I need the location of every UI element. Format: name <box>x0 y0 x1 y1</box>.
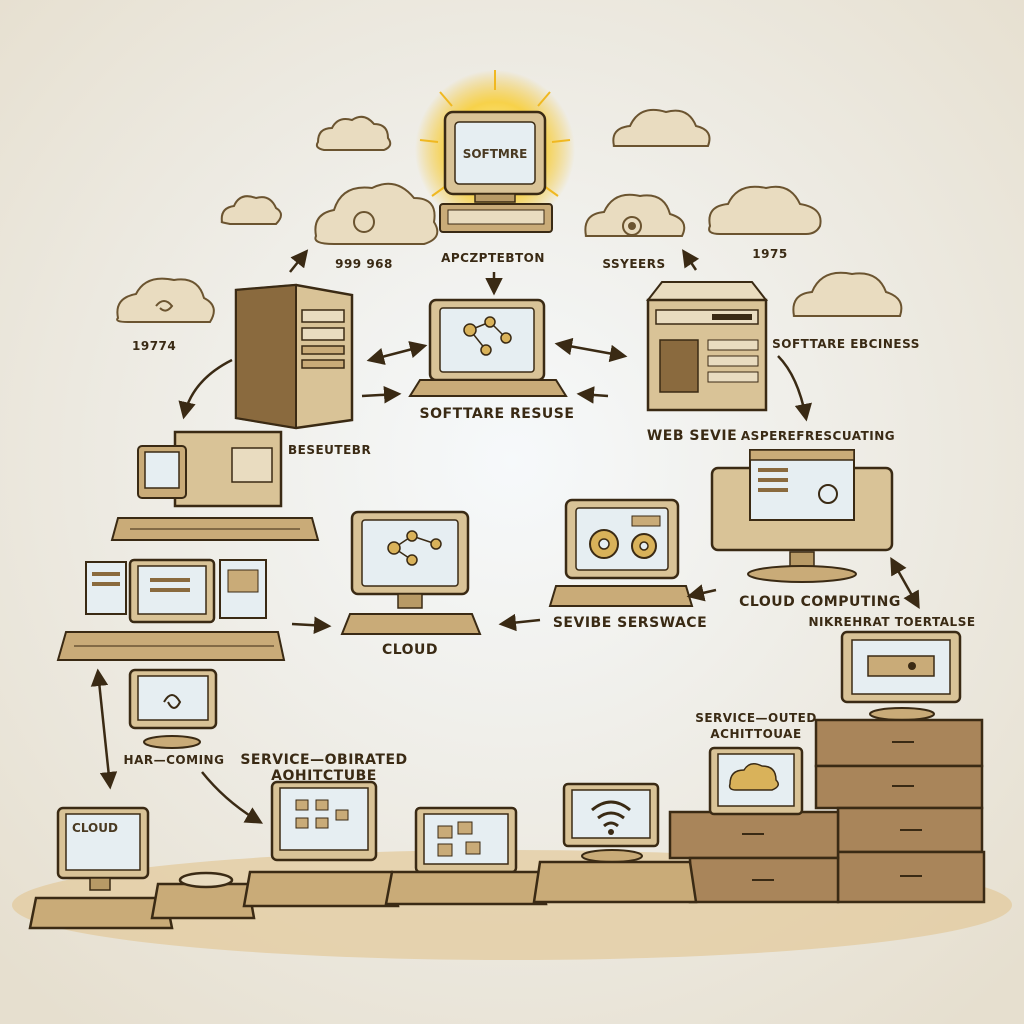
arrow-5 <box>366 341 428 365</box>
cloud-icon-6 <box>708 185 822 235</box>
monitor-service-outed <box>708 746 804 816</box>
monitor-browser <box>710 449 894 583</box>
label-software-resuse: SOFTTARE RESUSE <box>420 406 575 422</box>
arrow-3 <box>682 249 700 271</box>
label-year-left: 19774 <box>132 339 176 353</box>
monitor-service-obirated <box>270 780 378 862</box>
workstation-left <box>56 558 286 661</box>
screen-label-software: SOFTMRE <box>463 147 528 161</box>
label-service-outed-1: SERVICE—OUTED <box>695 711 817 725</box>
arrow-6 <box>361 386 402 404</box>
label-service-obirated-1: SERVICE—OBIRATED <box>240 752 407 768</box>
arrow-7 <box>554 337 628 363</box>
label-software-ebciness: SOFTTARE EBCINESS <box>772 337 920 351</box>
monitor-grid <box>414 806 518 874</box>
arrow-4 <box>178 358 233 420</box>
arrow-1 <box>289 249 309 273</box>
label-app: APCZPTEBTON <box>441 251 545 265</box>
laptop-software-reuse <box>408 298 568 397</box>
label-systems: SSYEERS <box>602 257 665 271</box>
flow-arrows <box>90 249 920 824</box>
label-beseuter: BESEUTEBR <box>288 443 371 457</box>
cloud-icon-3 <box>314 182 439 245</box>
label-cloud-mid: CLOUD <box>382 642 438 658</box>
arrow-8 <box>576 386 609 404</box>
monitor-cloud-bottom: CLOUD <box>56 806 150 891</box>
label-year-left-top: 999 968 <box>335 257 393 271</box>
label-web-sevie: WEB SEVIE <box>647 428 737 444</box>
label-cloud-computing: CLOUD COMPUTING <box>739 594 901 610</box>
cloud-icon-2 <box>220 195 282 225</box>
web-service-machine <box>645 281 769 412</box>
monitor-har-coming <box>128 668 218 749</box>
monitor-cloud <box>340 510 482 635</box>
cloud-icon-8 <box>792 271 903 318</box>
monitor-gears <box>548 498 694 607</box>
label-asperfre: ASPEREFRESCUATING <box>741 429 895 443</box>
base-steps <box>28 860 698 930</box>
cloud-icon-screen <box>728 763 779 791</box>
label-year-right-top: 1975 <box>752 247 787 261</box>
beseuter-computer <box>110 430 320 541</box>
cloud-icon-1 <box>315 115 392 151</box>
label-nikrehrat: NIKREHRAT TOERTALSE <box>808 615 975 629</box>
cloud-icon-7 <box>116 277 215 323</box>
tower-computer <box>234 283 354 430</box>
monitor-software-top: SOFTMRE <box>439 110 553 233</box>
cloud-icon-4 <box>612 108 711 147</box>
arrow-11 <box>686 584 717 602</box>
arrow-9 <box>777 355 812 422</box>
label-sevibe-serswace: SEVIBE SERSWACE <box>553 615 707 631</box>
label-service-obirated-2: AOHITCTUBE <box>271 768 377 784</box>
arrow-12 <box>498 613 541 632</box>
screen-label-cloud: CLOUD <box>72 821 118 835</box>
cabinet-stack-right <box>668 718 986 904</box>
sun-rays <box>419 70 571 197</box>
label-service-outed-2: ACHITTOUAE <box>710 727 801 741</box>
wifi-icon <box>591 800 631 828</box>
monitor-nikrehrat <box>840 630 962 721</box>
arrow-15 <box>201 771 264 824</box>
label-har-coming: HAR—COMING <box>124 753 225 767</box>
arrow-13 <box>291 616 332 634</box>
monitor-wifi <box>562 782 660 863</box>
arrow-10 <box>890 556 920 610</box>
cloud-icon-5 <box>584 193 686 237</box>
arrow-14 <box>90 668 118 790</box>
